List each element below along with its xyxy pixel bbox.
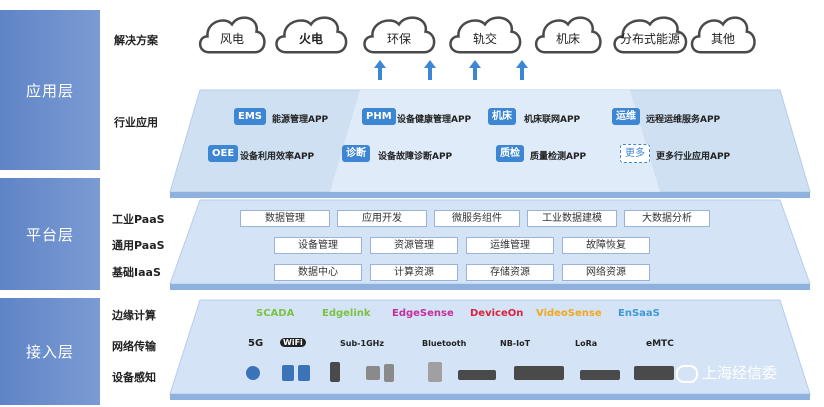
industrial-paas-item: 应用开发	[337, 210, 427, 227]
app-name-quality: 质量检测APP	[530, 152, 587, 162]
network-sub1ghz: Sub-1GHz	[340, 339, 384, 348]
edge-product-scada: SCADA	[256, 308, 295, 319]
device-sensor-icon	[246, 366, 260, 380]
app-tag-more: 更多	[620, 144, 650, 163]
up-arrow-icon	[374, 60, 386, 80]
cloud-icon	[198, 16, 266, 54]
cloud-icon	[449, 16, 522, 54]
solution-cloud: 机床	[532, 10, 604, 58]
cloud-icon	[363, 16, 436, 54]
basic-iaas-item: 网络资源	[562, 264, 650, 281]
device-module-icon	[282, 365, 294, 381]
app-name-om: 远程运维服务APP	[646, 115, 721, 125]
app-tag-phm: PHM	[362, 108, 396, 125]
general-paas-item: 资源管理	[370, 237, 458, 254]
general-paas-item: 故障恢复	[562, 237, 650, 254]
up-arrow-icon	[424, 60, 436, 80]
solution-label: 轨交	[472, 31, 497, 46]
up-arrow-icon	[516, 60, 528, 80]
solution-label: 环保	[386, 31, 411, 46]
device-io-icon	[384, 364, 394, 382]
device-io-icon	[366, 366, 380, 380]
solution-label: 机床	[555, 31, 580, 46]
app-name-machine: 机床联网APP	[524, 115, 581, 125]
basic-iaas-item: 存储资源	[466, 264, 554, 281]
network-lora: LoRa	[575, 339, 598, 348]
row-label-edge-computing: 边缘计算	[112, 309, 156, 322]
row-label-general-paas: 通用PaaS	[112, 239, 165, 252]
app-tag-diagnosis: 诊断	[342, 145, 370, 162]
layer-application-label: 应用层	[25, 81, 74, 100]
layer-platform-label: 平台层	[25, 225, 74, 244]
device-box-pc-icon	[580, 370, 620, 380]
app-name-diagnosis: 设备故障诊断APP	[378, 152, 453, 162]
solution-label: 其他	[710, 31, 735, 46]
cloud-icon	[613, 16, 688, 54]
network-bluetooth: Bluetooth	[422, 339, 467, 348]
app-tag-oee: OEE	[208, 145, 239, 162]
device-server-icon	[514, 366, 564, 380]
basic-iaas-item: 计算资源	[370, 264, 458, 281]
solution-cloud: 环保	[360, 10, 438, 58]
industrial-paas-item: 微服务组件	[434, 210, 520, 227]
solution-label: 火电	[298, 31, 323, 46]
edge-product-ensaas: EnSaaS	[618, 308, 660, 319]
cloud-icon	[534, 16, 602, 54]
layer-access-label: 接入层	[25, 343, 74, 361]
wechat-icon	[676, 364, 698, 383]
row-label-basic-iaas: 基础IaaS	[112, 266, 161, 279]
cloud-icon	[690, 16, 756, 54]
industrial-paas-item: 数据管理	[240, 210, 330, 227]
basic-iaas-item: 数据中心	[274, 264, 362, 281]
app-name-phm: 设备健康管理APP	[397, 115, 472, 125]
network-wifi: WiFi	[280, 338, 306, 347]
app-tag-om: 运维	[612, 108, 640, 125]
solution-cloud: 分布式能源	[610, 10, 690, 58]
row-label-industry-apps: 行业应用	[114, 116, 158, 129]
app-name-ems: 能源管理APP	[272, 115, 329, 125]
layer-application: 应用层	[0, 10, 100, 170]
layer-access: 接入层	[0, 298, 100, 405]
device-module-icon	[298, 365, 310, 381]
general-paas-item: 运维管理	[466, 237, 554, 254]
application-plate	[169, 89, 811, 198]
industrial-paas-item: 工业数据建模	[527, 210, 617, 227]
up-arrows	[374, 60, 528, 80]
general-paas-item: 设备管理	[274, 237, 362, 254]
edge-product-deviceon: DeviceOn	[470, 308, 524, 319]
app-name-more: 更多行业应用APP	[656, 152, 731, 162]
solution-label: 分布式能源	[619, 31, 680, 46]
row-label-sensing: 设备感知	[112, 371, 156, 384]
industrial-paas-item: 大数据分析	[624, 210, 710, 227]
edge-product-edgelink: Edgelink	[322, 308, 371, 319]
app-name-oee: 设备利用效率APP	[240, 152, 315, 162]
row-label-industrial-paas: 工业PaaS	[112, 213, 165, 226]
cloud-icon	[275, 16, 348, 54]
network-emtc: eMTC	[646, 339, 674, 349]
watermark: 上海经信委	[676, 362, 777, 383]
app-tag-ems: EMS	[234, 108, 266, 125]
row-label-solutions: 解决方案	[114, 34, 158, 47]
layer-platform: 平台层	[0, 178, 100, 290]
device-controller-icon	[428, 362, 442, 382]
device-box-pc-icon	[458, 370, 496, 380]
network-5g: 5G	[248, 338, 264, 349]
up-arrow-icon	[469, 60, 481, 80]
network-nbiot: NB-IoT	[500, 339, 531, 348]
solution-label: 风电	[219, 31, 244, 46]
edge-product-videosense: VideoSense	[536, 308, 602, 319]
app-tag-quality: 质检	[496, 145, 524, 162]
watermark-text: 上海经信委	[702, 364, 778, 382]
solution-cloud: 轨交	[446, 10, 524, 58]
device-rack-icon	[634, 366, 674, 380]
solution-cloud: 其他	[688, 10, 758, 58]
solution-cloud: 火电	[272, 10, 350, 58]
solution-cloud: 风电	[196, 10, 268, 58]
row-label-network: 网络传输	[112, 340, 156, 353]
device-gateway-icon	[330, 362, 340, 382]
app-tag-machine: 机床	[488, 108, 516, 125]
edge-product-edgesense: EdgeSense	[392, 308, 454, 319]
